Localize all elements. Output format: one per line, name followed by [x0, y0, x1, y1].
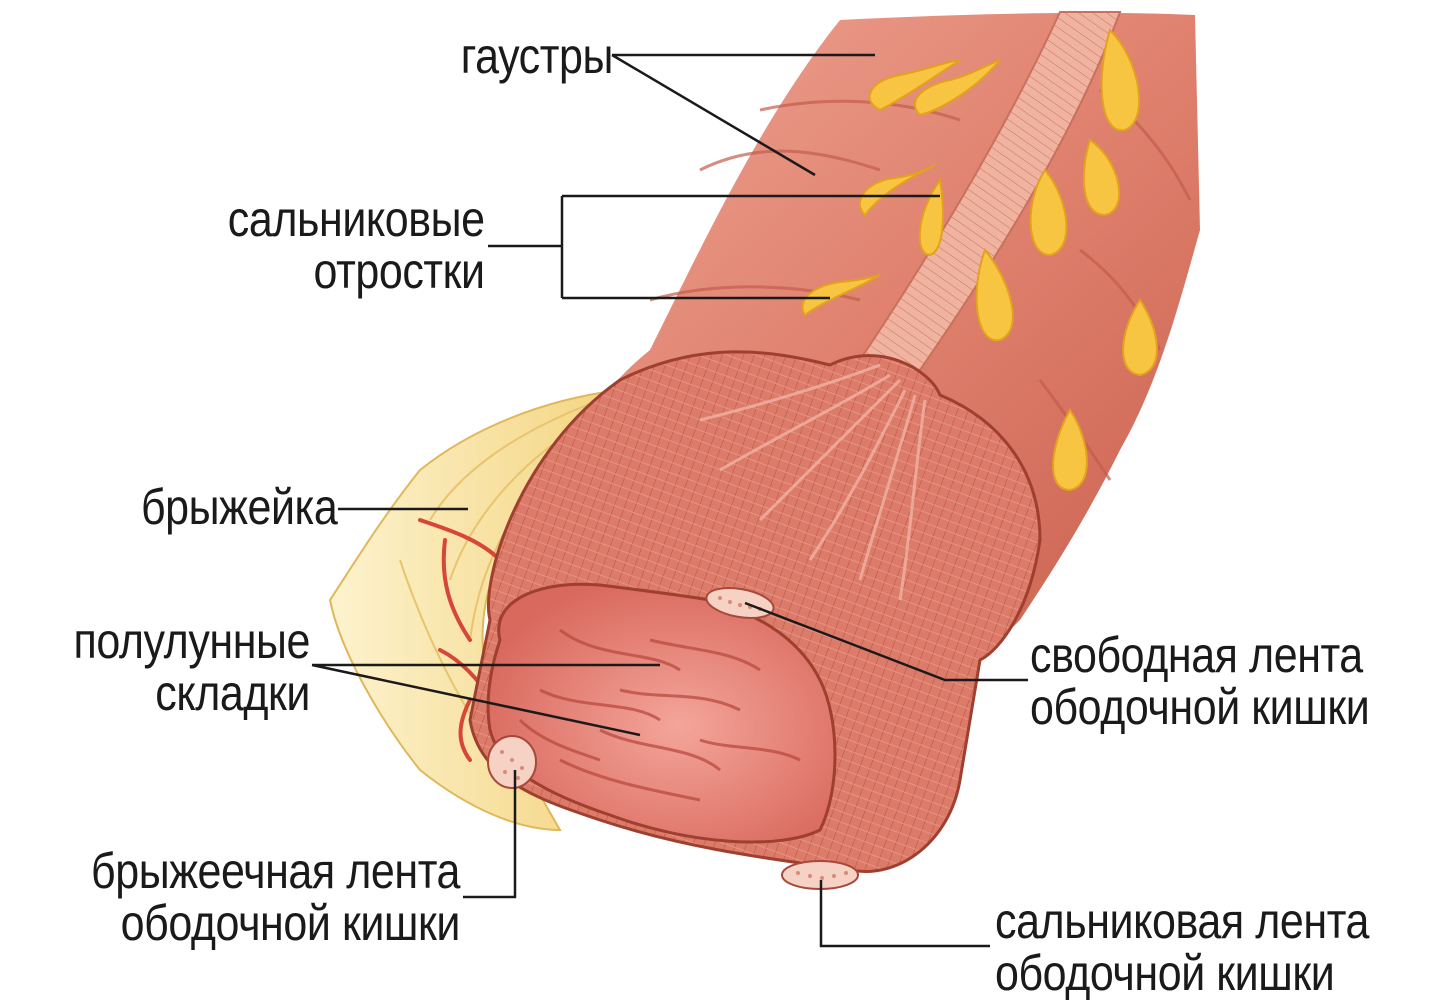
label-free-taenia: свободная лента ободочной кишки [1030, 629, 1369, 733]
label-epiploic-appendages: сальниковые отростки [228, 193, 485, 297]
label-mesentery: брыжейка [141, 481, 337, 533]
label-mesocolic-taenia: брыжеечная лента ободочной кишки [91, 845, 460, 949]
label-semilunar-folds: полулунные складки [73, 615, 310, 719]
label-omental-taenia: сальниковая лента ободочной кишки [995, 895, 1369, 999]
label-haustra: гаустры [461, 30, 613, 82]
leader-omental [821, 880, 990, 946]
